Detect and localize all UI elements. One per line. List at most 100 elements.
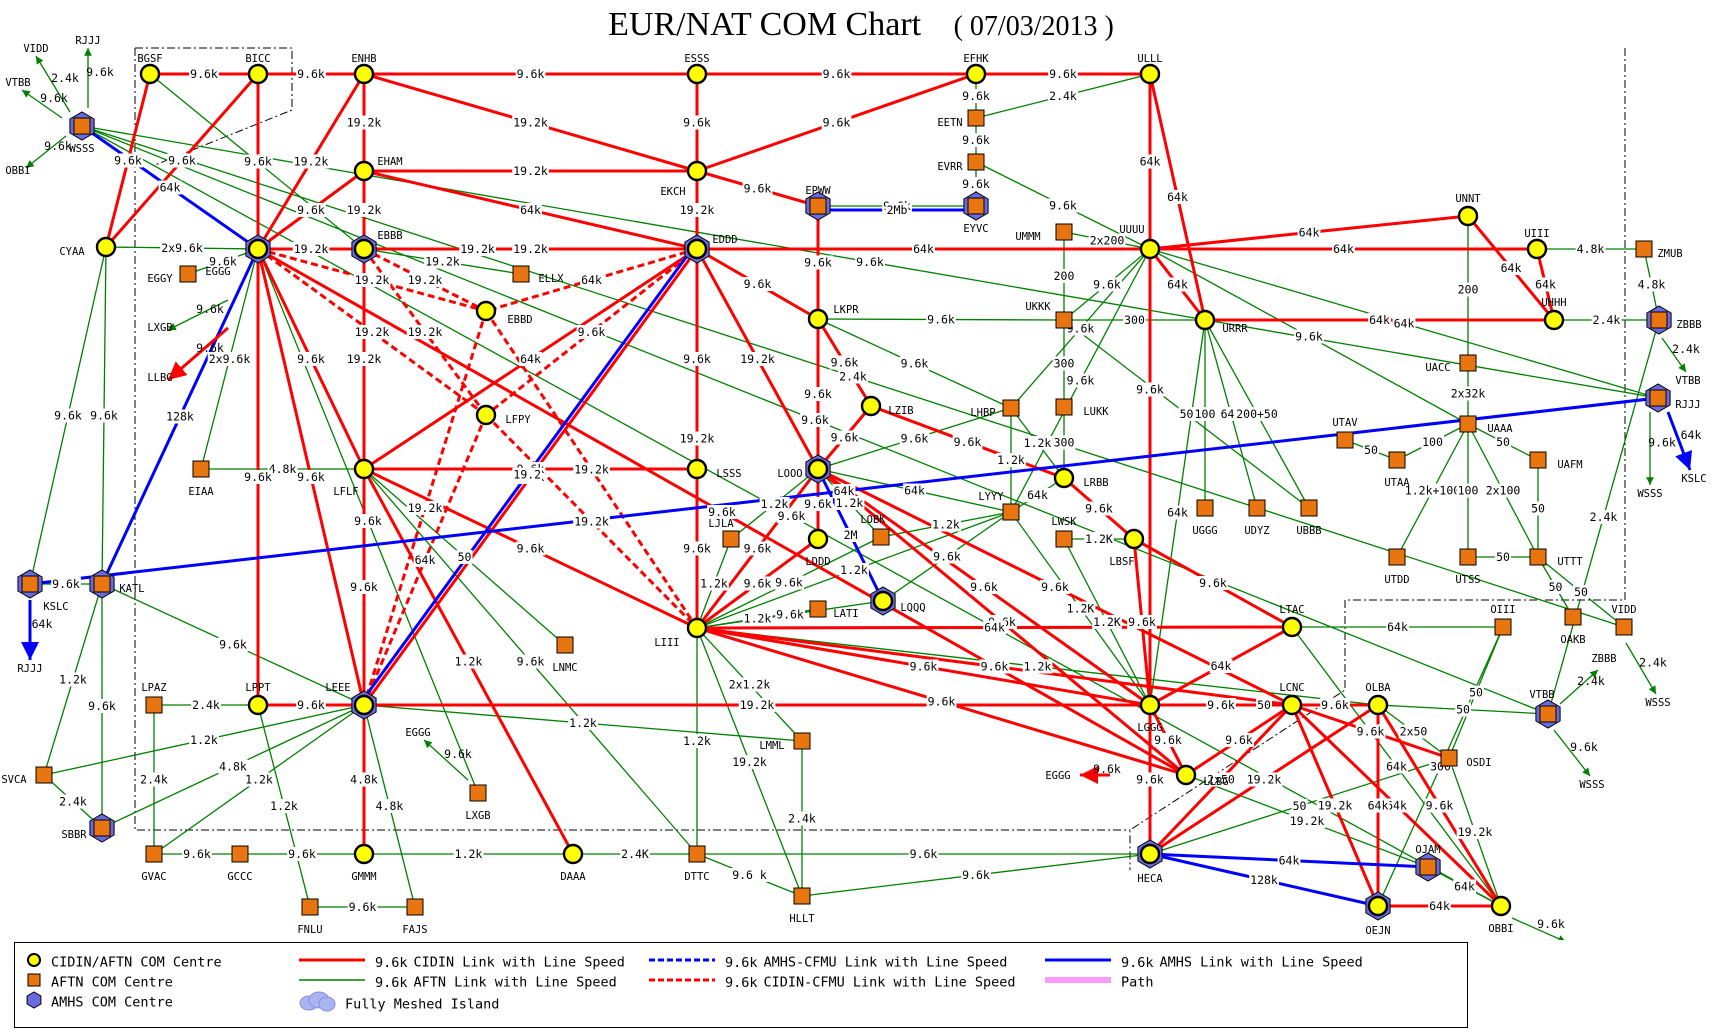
node-utav[interactable]: UTAV <box>1332 417 1358 449</box>
node-zbbb[interactable]: ZBBB <box>1646 305 1702 335</box>
node-oakb[interactable]: OAKB <box>1560 608 1586 646</box>
node-lcnc[interactable]: LCNC <box>1279 682 1305 716</box>
node-gmmm[interactable]: GMMM <box>351 843 377 883</box>
node-oiii[interactable]: OIII <box>1490 604 1516 636</box>
node-label: UIII <box>1524 228 1549 240</box>
link-speed-label-bg <box>899 356 930 371</box>
node-ojam[interactable]: OJAM <box>1415 844 1441 882</box>
node-llbg[interactable]: LLBG <box>1175 764 1229 788</box>
node-lzib[interactable]: LZIB <box>860 395 914 417</box>
node-ellx[interactable]: ELLX <box>512 265 564 285</box>
node-lpaz[interactable]: LPAZ <box>141 682 167 714</box>
node-fajs[interactable]: FAJS <box>402 898 428 936</box>
node-fnlu[interactable]: FNLU <box>297 898 323 936</box>
node-lwsk[interactable]: LWSK <box>1051 516 1077 548</box>
node-ebbd[interactable]: EBBD <box>475 300 533 326</box>
node-urrr[interactable]: URRR <box>1194 309 1248 335</box>
node-uafm[interactable]: UAFM <box>1529 451 1583 471</box>
node-uttt[interactable]: UTTT <box>1529 548 1583 568</box>
node-uhhh[interactable]: UHHH <box>1541 297 1567 331</box>
node-utdd[interactable]: UTDD <box>1384 548 1410 586</box>
node-obbi[interactable]: OBBI <box>1488 895 1514 935</box>
node-uaaa[interactable]: UAAA <box>1459 415 1513 435</box>
node-lfpy[interactable]: LFPY <box>475 404 531 426</box>
node-oejn[interactable]: OEJN <box>1365 891 1391 937</box>
node-uggg[interactable]: UGGG <box>1192 499 1218 537</box>
node-eetn[interactable]: EETN <box>937 109 985 129</box>
node-gvac[interactable]: GVAC <box>141 845 167 883</box>
node-wsss[interactable]: WSSS <box>69 111 95 155</box>
node-udyz[interactable]: UDYZ <box>1244 499 1270 537</box>
node-vtbb[interactable]: VTBB <box>1529 689 1561 729</box>
node-ljla[interactable]: LJLA <box>708 518 740 548</box>
node-uacc[interactable]: UACC <box>1425 354 1477 374</box>
node-katl[interactable]: KATL <box>89 569 145 599</box>
node-lbsf[interactable]: LBSF <box>1109 528 1145 568</box>
node-eggg[interactable]: EGGG <box>205 234 271 278</box>
node-svca[interactable]: SVCA <box>1 766 53 786</box>
node-lrbb[interactable]: LRBB <box>1053 467 1109 489</box>
node-lyyy[interactable]: LYYY <box>978 491 1020 521</box>
node-looo[interactable]: LOOO <box>777 454 831 484</box>
node-sbbr[interactable]: SBBR <box>61 813 115 843</box>
node-rjjj[interactable]: RJJJ <box>1645 383 1701 413</box>
link-speed-label-bg <box>1355 724 1386 739</box>
node-utaa[interactable]: UTAA <box>1384 451 1410 489</box>
node-lobk[interactable]: LOBK <box>860 514 890 546</box>
node-label: LTAC <box>1279 604 1304 616</box>
node-bgsf[interactable]: BGSF <box>137 53 163 85</box>
node-lati[interactable]: LATI <box>809 600 859 620</box>
node-ebbb[interactable]: EBBB <box>351 230 403 264</box>
node-zmub[interactable]: ZMUB <box>1635 240 1683 260</box>
link-speed-label: 64k <box>1369 313 1390 327</box>
node-epww[interactable]: EPWW <box>805 185 831 221</box>
node-ulll[interactable]: ULLL <box>1137 53 1163 85</box>
node-unnt[interactable]: UNNT <box>1455 193 1481 227</box>
node-dttc[interactable]: DTTC <box>684 845 710 883</box>
node-enhb[interactable]: ENHB <box>351 53 377 85</box>
node-olba[interactable]: OLBA <box>1365 682 1391 716</box>
node-eham[interactable]: EHAM <box>353 156 403 182</box>
node-ekch[interactable]: EKCH <box>660 160 708 198</box>
link-speed-label: 9.6k <box>219 638 247 652</box>
node-eddd[interactable]: EDDD <box>684 234 738 264</box>
node-ukkk[interactable]: UKKK <box>1025 301 1073 329</box>
node-bicc[interactable]: BICC <box>245 53 271 85</box>
node-osdi[interactable]: OSDI <box>1440 749 1492 769</box>
node-lppt[interactable]: LPPT <box>245 682 271 716</box>
node-lqqq[interactable]: LQQQ <box>870 586 926 616</box>
node-utss[interactable]: UTSS <box>1455 548 1481 586</box>
node-esss[interactable]: ESSS <box>684 53 710 85</box>
node-lxgb[interactable]: LXGB <box>465 784 491 822</box>
node-label: LDDD <box>805 556 830 568</box>
node-efhk[interactable]: EFHK <box>963 53 989 85</box>
node-lukk[interactable]: LUKK <box>1055 398 1109 418</box>
link-speed-label-bg <box>218 637 248 652</box>
node-lflf[interactable]: LFLF <box>333 458 375 498</box>
node-gccc[interactable]: GCCC <box>227 845 253 883</box>
node-kslc[interactable]: KSLC <box>17 569 69 613</box>
node-lggg[interactable]: LGGG <box>1137 694 1163 734</box>
node-leee[interactable]: LEEE <box>325 682 377 720</box>
node-evrr[interactable]: EVRR <box>937 153 985 173</box>
node-ubbb[interactable]: UBBB <box>1296 499 1322 537</box>
node-lsss[interactable]: LSSS <box>686 458 742 480</box>
node-liii[interactable]: LIII <box>654 617 708 649</box>
node-eyvc[interactable]: EYVC <box>963 191 989 235</box>
node-daaa[interactable]: DAAA <box>560 843 586 883</box>
node-cyaa[interactable]: CYAA <box>59 236 117 258</box>
node-uuuu[interactable]: UUUU <box>1119 224 1161 260</box>
node-eiaa[interactable]: EIAA <box>188 460 214 498</box>
node-lmml[interactable]: LMML <box>759 732 811 752</box>
node-ltac[interactable]: LTAC <box>1279 604 1305 638</box>
node-ummm[interactable]: UMMM <box>1015 223 1073 243</box>
node-eggy[interactable]: EGGY <box>147 265 197 285</box>
node-vidd[interactable]: VIDD <box>1611 604 1637 636</box>
node-lnmc[interactable]: LNMC <box>552 636 578 674</box>
node-lhbp[interactable]: LHBP <box>970 399 1020 419</box>
node-hllt[interactable]: HLLT <box>789 887 815 925</box>
node-heca[interactable]: HECA <box>1137 839 1163 885</box>
node-lddd[interactable]: LDDD <box>805 528 831 568</box>
node-uiii[interactable]: UIII <box>1524 228 1550 260</box>
node-lkpr[interactable]: LKPR <box>807 304 859 330</box>
